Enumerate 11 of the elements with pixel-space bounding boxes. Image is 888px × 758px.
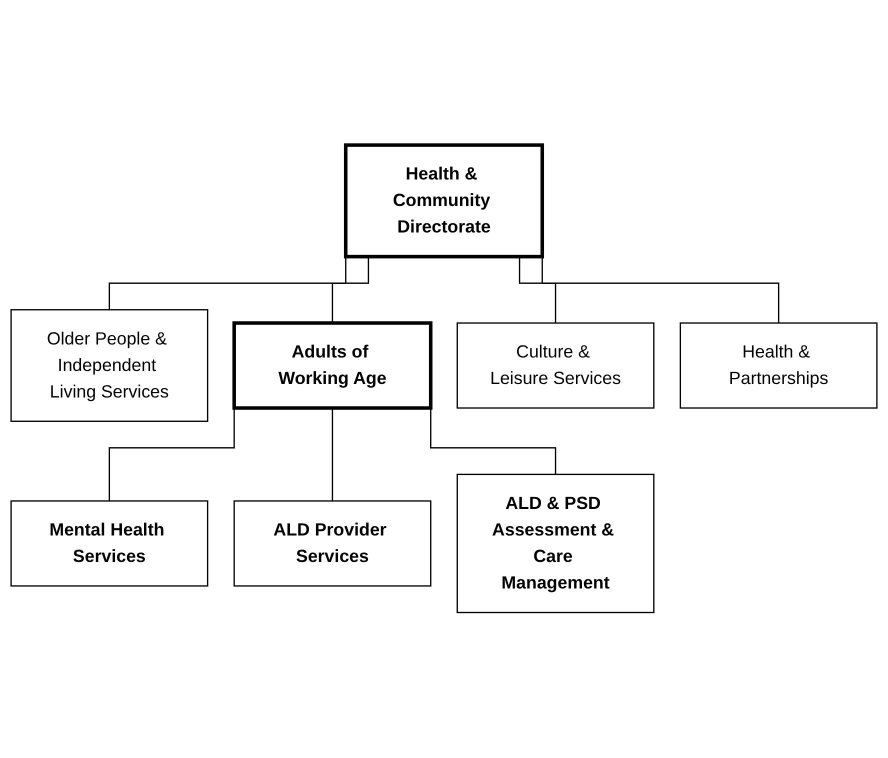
node-box: ALD Provider Services [234,500,432,587]
connector [332,408,334,502]
node-box: Health & Community Directorate [344,144,544,259]
node-box: Culture & Leisure Services [456,322,654,409]
node-box: Older People & Independent Living Services [10,309,208,422]
node-box: Health & Partnerships [680,322,878,409]
node-box: Adults of Working Age [232,321,432,410]
connector [518,256,556,324]
connector [332,256,370,324]
node-box: Mental Health Services [10,500,208,587]
node-box: ALD & PSD Assessment & Care Management [456,474,654,614]
